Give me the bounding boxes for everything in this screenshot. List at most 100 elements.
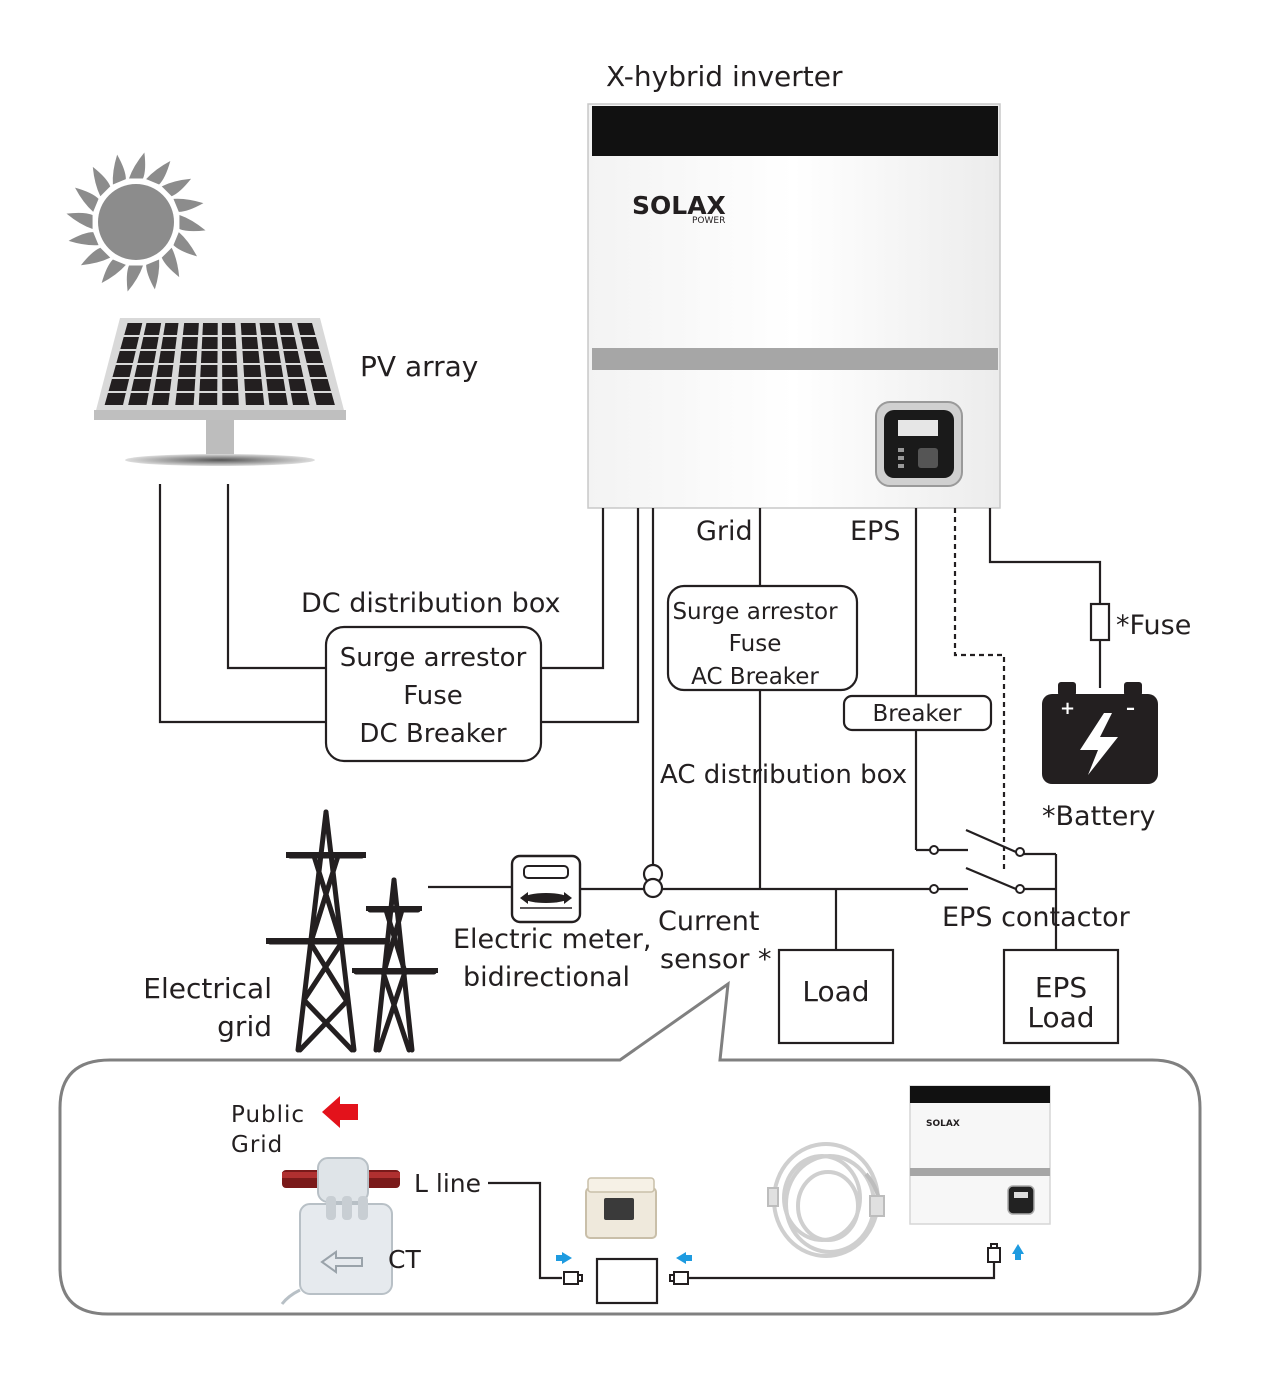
sun-ray — [68, 232, 99, 246]
solar-cell — [154, 379, 172, 391]
solar-panel-icon — [94, 318, 346, 466]
solar-cell — [201, 337, 218, 349]
sun-ray — [179, 214, 206, 232]
communication-cable — [688, 1262, 996, 1280]
current-sensor-label-2: sensor * — [660, 944, 772, 975]
sun-icon — [66, 152, 206, 292]
dc-box-breaker: DC Breaker — [359, 719, 506, 749]
solar-cell — [128, 393, 149, 405]
solar-cell — [143, 323, 162, 335]
solar-cell — [243, 365, 262, 377]
contactor-control-line — [953, 508, 1006, 872]
electrical-grid-label: Electrical — [143, 972, 272, 1005]
solar-cell — [285, 365, 304, 377]
solar-cell — [199, 379, 218, 391]
inverter-thumbnail-icon: SOLAX — [909, 1085, 1051, 1225]
solar-cell — [242, 351, 260, 363]
thumbnail-brand-logo: SOLAX — [926, 1119, 960, 1129]
insert-arrow-icon-3 — [1012, 1244, 1024, 1260]
sun-ray — [146, 259, 160, 290]
electrical-grid-label-2: grid — [217, 1010, 272, 1043]
rj45-plug-icon-2 — [669, 1271, 689, 1285]
solar-cell — [161, 337, 177, 349]
public-grid-label: Public — [231, 1102, 305, 1128]
brand-logo: SOLAX — [632, 191, 726, 220]
solar-cell — [163, 323, 179, 335]
solar-cell — [120, 337, 140, 349]
solar-cell — [140, 337, 159, 349]
solar-cell — [108, 379, 130, 391]
solar-cell — [303, 351, 324, 363]
sun-ray — [66, 212, 93, 230]
meter-label: Electric meter, — [453, 924, 651, 955]
solar-cell — [259, 323, 277, 335]
ct-label: CT — [388, 1245, 421, 1274]
eps-load-label-2: Load — [1027, 1001, 1094, 1034]
eps-contactor-label: EPS contactor — [942, 902, 1131, 933]
fuse-label: *Fuse — [1116, 610, 1191, 641]
fuse-symbol — [1089, 602, 1111, 642]
brand-subtitle: POWER — [692, 216, 725, 226]
inverter-icon: SOLAX POWER — [587, 103, 1001, 509]
solar-cell — [176, 379, 196, 391]
solar-cell — [200, 365, 218, 377]
solar-cell — [288, 379, 307, 391]
solar-cell — [222, 393, 239, 405]
electric-meter-icon — [510, 854, 582, 924]
grid-direction-arrow-icon — [322, 1096, 358, 1128]
solar-cell — [222, 351, 237, 363]
solar-cell — [137, 351, 157, 363]
battery-icon: + – — [1042, 682, 1158, 784]
sun-ray — [126, 265, 144, 292]
solar-cell — [262, 351, 281, 363]
solar-cell — [200, 351, 218, 363]
sun-ray — [101, 259, 126, 283]
dc-box-title: DC distribution box — [301, 588, 561, 619]
rj45-plug-icon — [563, 1271, 583, 1285]
load-label: Load — [802, 975, 869, 1008]
ac-box-fuse: Fuse — [729, 631, 782, 657]
solar-cell — [179, 351, 198, 363]
dc-box-fuse: Fuse — [403, 681, 463, 711]
sun-ray — [173, 198, 204, 212]
dc-distribution-box — [324, 625, 543, 763]
insert-arrow-icon — [556, 1252, 572, 1264]
sun-ray — [112, 154, 126, 185]
ct-cable — [488, 1181, 562, 1280]
load-box — [777, 948, 895, 1045]
solar-cell — [245, 393, 265, 405]
solar-cell — [198, 393, 218, 405]
solar-cell — [178, 365, 197, 377]
solar-cell — [116, 351, 136, 363]
eps-contactor-symbol — [929, 828, 1025, 894]
sun-ray — [92, 166, 111, 197]
solar-cell — [307, 365, 328, 377]
solar-cell — [134, 365, 154, 377]
ac-box-surge: Surge arrestor — [672, 599, 838, 625]
public-grid-label-2: Grid — [231, 1132, 283, 1158]
ac-distribution-box — [666, 584, 859, 692]
ac-box-title: AC distribution box — [660, 760, 907, 790]
solar-cell — [261, 337, 279, 349]
solar-cell — [278, 323, 295, 335]
svg-text:–: – — [1126, 698, 1135, 719]
solar-cell — [290, 393, 310, 405]
solar-cell — [268, 393, 288, 405]
meter-label-2: bidirectional — [463, 962, 630, 993]
solar-cell — [182, 323, 199, 335]
solar-cell — [222, 365, 238, 377]
solar-cell — [264, 365, 284, 377]
sun-ray — [80, 247, 111, 266]
sun-ray — [128, 152, 146, 179]
solar-cell — [156, 365, 174, 377]
solar-cell — [266, 379, 286, 391]
solar-cell — [244, 379, 263, 391]
solar-cell — [283, 351, 301, 363]
solar-cell — [222, 379, 239, 391]
network-cable-icon — [767, 1142, 885, 1258]
current-sensor-icon — [642, 863, 664, 899]
eps-port-label: EPS — [850, 516, 900, 547]
grid-port-label: Grid — [696, 516, 753, 547]
sun-ray — [146, 161, 171, 185]
solar-cell — [202, 323, 218, 335]
